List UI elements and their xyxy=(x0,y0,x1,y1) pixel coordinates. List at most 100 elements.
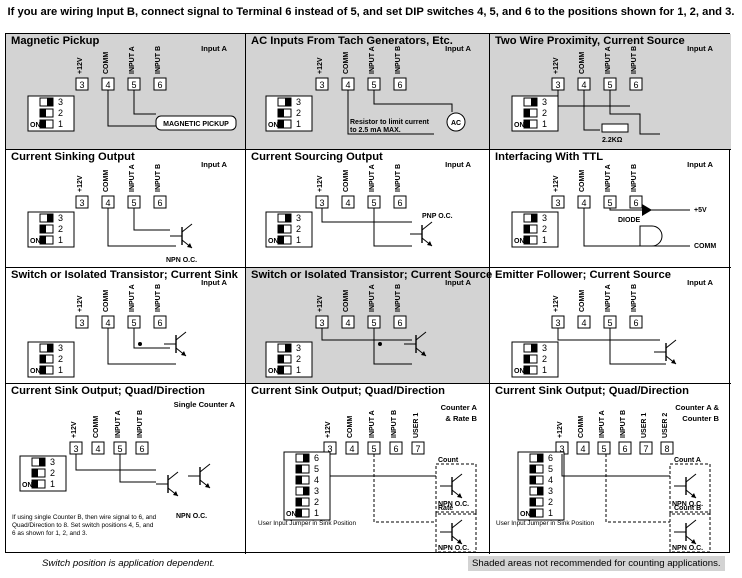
rate-label: Rate xyxy=(438,505,453,512)
dip-position-number: 5 xyxy=(548,464,553,474)
wire xyxy=(609,208,690,211)
terminal-8-box xyxy=(660,441,674,455)
terminal-label-input-a: INPUT A xyxy=(599,410,606,438)
terminal-3-number: 3 xyxy=(555,198,560,208)
dip-on-knob xyxy=(296,476,302,484)
terminal-6-number: 6 xyxy=(397,80,402,90)
terminal-label-plus12: +12V xyxy=(553,175,560,192)
wire xyxy=(373,90,453,112)
wire xyxy=(133,328,170,349)
terminal-8-number: 8 xyxy=(664,444,669,454)
terminal-4-number: 4 xyxy=(105,318,110,328)
dip-position-number: 1 xyxy=(58,365,63,375)
terminal-6-box xyxy=(153,315,167,329)
dip-on-knob xyxy=(40,225,46,233)
plus5v-label: +5V xyxy=(694,207,707,214)
terminal-5-number: 5 xyxy=(371,80,376,90)
transistor-collector xyxy=(421,221,433,231)
panel-title: Current Sink Output; Quad/Direction xyxy=(251,385,445,397)
terminal-label-comm: COMM xyxy=(103,170,110,192)
transistor-collector xyxy=(451,473,463,483)
terminal-6-number: 6 xyxy=(397,198,402,208)
terminal-label-input-a: INPUT A xyxy=(129,164,136,192)
terminal-label-plus12: +12V xyxy=(77,295,84,312)
transistor-collector xyxy=(175,331,187,341)
wire xyxy=(557,90,630,107)
dip-position-number: 3 xyxy=(542,213,547,223)
terminal-label-input-a: INPUT A xyxy=(129,46,136,74)
terminal-3-number: 3 xyxy=(319,80,324,90)
terminal-5-number: 5 xyxy=(371,198,376,208)
dip-on-knob xyxy=(530,465,536,473)
terminal-label-plus12: +12V xyxy=(317,57,324,74)
dip-position-number: 1 xyxy=(314,508,319,518)
terminal-3-box xyxy=(75,315,89,329)
terminal-5-number: 5 xyxy=(607,198,612,208)
dip-on-knob xyxy=(278,225,284,233)
dip-off-knob xyxy=(285,98,291,106)
dip-on-knob xyxy=(524,225,530,233)
terminal-label-input-b: INPUT B xyxy=(395,46,402,74)
terminal-label-input-a: INPUT A xyxy=(115,410,122,438)
dip-on-knob xyxy=(32,480,38,488)
dip-position-number: 2 xyxy=(314,497,319,507)
dip-position-number: 1 xyxy=(296,235,301,245)
terminal-label-plus12: +12V xyxy=(553,295,560,312)
terminal-6-number: 6 xyxy=(157,80,162,90)
dip-on-knob xyxy=(40,120,46,128)
count-a-label: Count A xyxy=(674,457,701,464)
diode-label: DIODE xyxy=(618,217,641,224)
dip-position-number: 4 xyxy=(548,475,553,485)
dip-position-number: 2 xyxy=(296,354,301,364)
terminal-label-plus12: +12V xyxy=(71,421,78,438)
terminal-label-comm: COMM xyxy=(343,52,350,74)
counter-a-box xyxy=(669,463,711,515)
wire xyxy=(107,208,176,247)
terminal-7-box xyxy=(639,441,653,455)
dip-position-number: 2 xyxy=(548,497,553,507)
dip-position-number: 2 xyxy=(58,354,63,364)
dip-off-knob xyxy=(39,458,45,466)
terminal-4-number: 4 xyxy=(581,318,586,328)
terminal-label-input-b: INPUT B xyxy=(631,46,638,74)
dip-off-knob xyxy=(285,214,291,222)
dip-on-knob xyxy=(530,509,536,517)
dip-on-label: ON xyxy=(268,122,279,129)
emitter-arrow xyxy=(427,241,432,246)
terminal-4-number: 4 xyxy=(581,198,586,208)
dip-position-number: 4 xyxy=(314,475,319,485)
dip-on-label: ON xyxy=(30,368,41,375)
switch-contact xyxy=(138,342,142,346)
terminal-6-box xyxy=(629,77,643,91)
terminal-4-number: 4 xyxy=(95,444,100,454)
diode-symbol xyxy=(642,204,652,216)
dip-position-number: 1 xyxy=(296,365,301,375)
terminal-6-box xyxy=(629,315,643,329)
dip-position-number: 2 xyxy=(542,224,547,234)
emitter-arrow xyxy=(421,351,426,356)
dip-position-number: 1 xyxy=(58,119,63,129)
terminal-label-input-a: INPUT A xyxy=(369,410,376,438)
terminal-3-number: 3 xyxy=(327,444,332,454)
emitter-arrow xyxy=(187,243,192,248)
footer-note: Switch position is application dependent… xyxy=(42,558,215,569)
dip-position-number: 2 xyxy=(296,224,301,234)
terminal-4-number: 4 xyxy=(105,198,110,208)
dip-on-knob xyxy=(296,465,302,473)
dip-position-number: 2 xyxy=(542,108,547,118)
terminal-4-number: 4 xyxy=(345,80,350,90)
dip-on-label: ON xyxy=(22,482,33,489)
transistor-label: PNP O.C. xyxy=(422,213,453,220)
terminal-label-plus12: +12V xyxy=(557,421,564,438)
terminal-3-box xyxy=(75,195,89,209)
count-b-label: Count B xyxy=(674,505,701,512)
terminal-5-number: 5 xyxy=(371,318,376,328)
dip-position-number: 1 xyxy=(296,119,301,129)
terminal-label-input-b: INPUT B xyxy=(391,410,398,438)
dip-position-number: 2 xyxy=(50,468,55,478)
terminal-label-input-b: INPUT B xyxy=(137,410,144,438)
